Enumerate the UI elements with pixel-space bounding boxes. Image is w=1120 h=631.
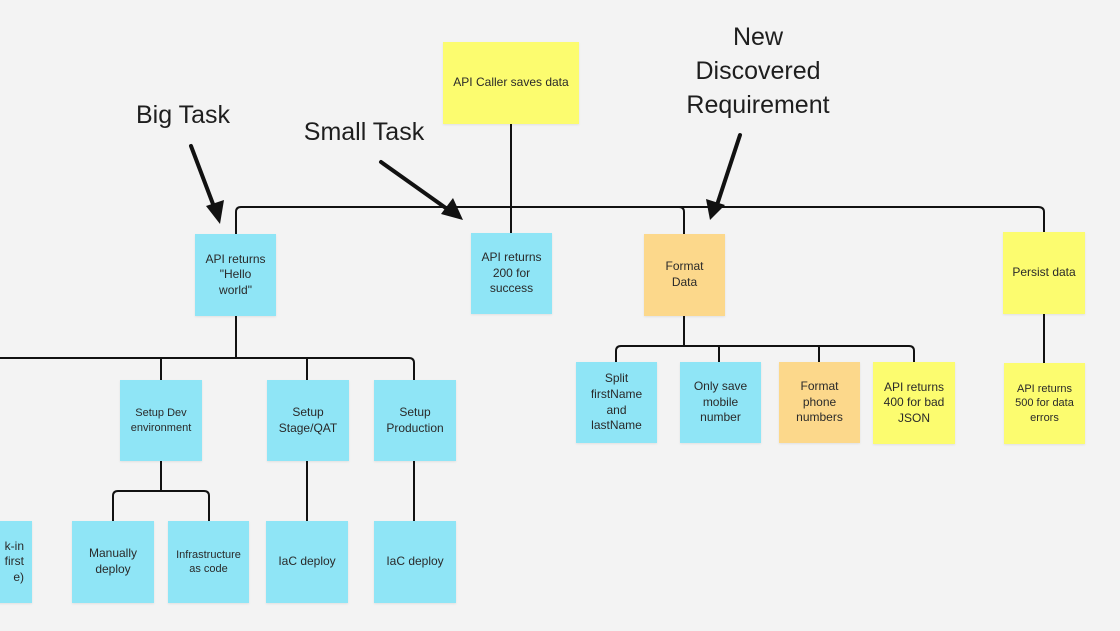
arrow-new-requirement-head bbox=[706, 199, 725, 220]
connector-root-bus bbox=[241, 124, 1038, 208]
note-setup-dev-environment[interactable]: Setup Dev environment bbox=[120, 380, 202, 461]
connector-to-hello-world bbox=[235, 206, 242, 234]
arrow-big-task-head bbox=[206, 200, 224, 224]
arrow-new-requirement bbox=[714, 133, 742, 210]
note-iac-deploy-production[interactable]: IaC deploy bbox=[374, 521, 456, 603]
note-manually-deploy[interactable]: Manually deploy bbox=[72, 521, 154, 603]
note-api-returns-500[interactable]: API returns 500 for data errors bbox=[1004, 363, 1085, 444]
annotation-small-task: Small Task bbox=[303, 118, 425, 146]
note-persist-data[interactable]: Persist data bbox=[1003, 232, 1085, 314]
arrow-small-task bbox=[379, 160, 452, 213]
arrow-big-task bbox=[189, 144, 218, 214]
note-partial-left[interactable]: k-in first e) bbox=[0, 521, 32, 603]
connector-to-persist bbox=[1037, 206, 1045, 232]
annotation-new-requirement: New Discovered Requirement bbox=[686, 23, 830, 119]
arrow-small-task-head bbox=[441, 198, 463, 220]
connector-to-format-data bbox=[678, 206, 685, 234]
note-format-phone-numbers[interactable]: Format phone numbers bbox=[779, 362, 860, 443]
note-setup-production[interactable]: Setup Production bbox=[374, 380, 456, 461]
annotation-big-task: Big Task bbox=[135, 101, 231, 129]
note-iac-deploy-stage[interactable]: IaC deploy bbox=[266, 521, 348, 603]
note-api-returns-200[interactable]: API returns 200 for success bbox=[471, 233, 552, 314]
note-format-data[interactable]: Format Data bbox=[644, 234, 725, 316]
connector-format-bus bbox=[615, 316, 915, 362]
connector-hello-bus bbox=[0, 316, 415, 380]
note-setup-stage-qat[interactable]: Setup Stage/QAT bbox=[267, 380, 349, 461]
note-api-returns-hello-world[interactable]: API returns "Hello world" bbox=[195, 234, 276, 316]
note-split-first-last-name[interactable]: Split firstName and lastName bbox=[576, 362, 657, 443]
note-api-caller-saves-data[interactable]: API Caller saves data bbox=[443, 42, 579, 124]
note-infrastructure-as-code[interactable]: Infrastructure as code bbox=[168, 521, 249, 603]
note-api-returns-400[interactable]: API returns 400 for bad JSON bbox=[873, 362, 955, 444]
connector-dev-bus bbox=[112, 461, 210, 521]
note-only-save-mobile[interactable]: Only save mobile number bbox=[680, 362, 761, 443]
